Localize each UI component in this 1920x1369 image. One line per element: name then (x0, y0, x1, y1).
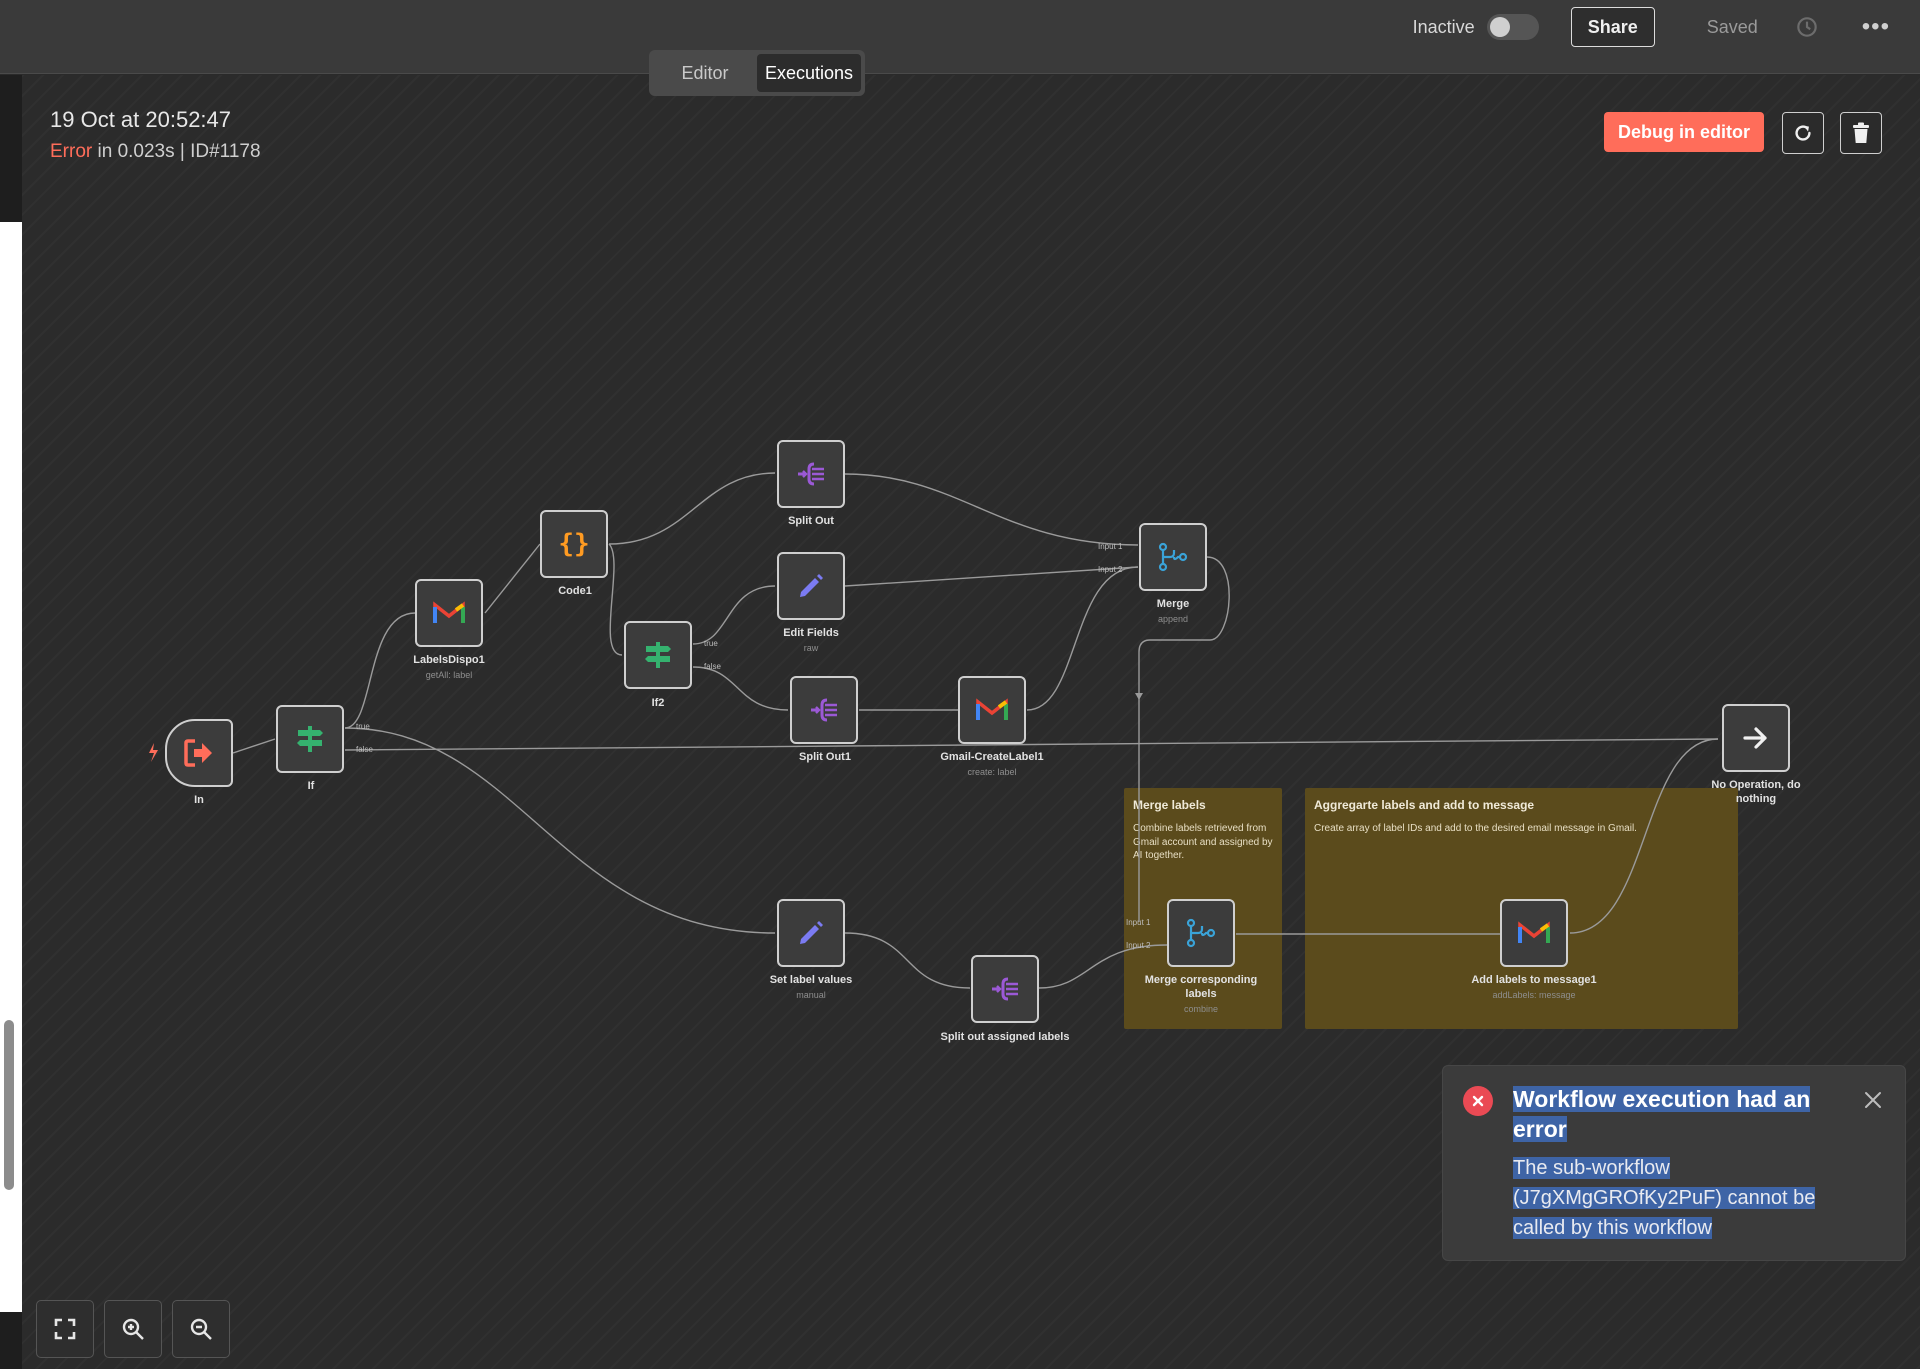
node-labelsdispo1[interactable] (415, 579, 483, 647)
node-title: Merge corresponding labels (1144, 974, 1258, 1000)
node-title: LabelsDispo1 (413, 654, 485, 666)
history-icon[interactable] (1794, 14, 1820, 40)
retry-button[interactable] (1782, 112, 1824, 154)
merge-icon (1158, 542, 1188, 572)
node-gmail-createlabel1[interactable] (958, 676, 1026, 744)
node-title: Add labels to message1 (1471, 974, 1597, 986)
execute-workflow-trigger-icon (184, 739, 212, 767)
tab-executions[interactable]: Executions (757, 54, 861, 92)
node-label: LabelsDispo1 getAll: label (369, 654, 529, 681)
pencil-icon (800, 921, 823, 944)
more-options-icon[interactable]: ••• (1861, 13, 1890, 40)
node-subtitle: manual (796, 989, 826, 1000)
node-subtitle: combine (1183, 1003, 1219, 1014)
node-label: If (307, 780, 315, 792)
node-label: Split Out1 (799, 751, 851, 763)
node-split-out-assigned[interactable] (971, 955, 1039, 1023)
execution-info: 19 Oct at 20:52:47 Error in 0.023s | ID#… (50, 107, 261, 163)
saved-status: Saved (1706, 16, 1758, 37)
node-label: Merge append (1093, 598, 1253, 625)
node-set-label-values[interactable] (777, 899, 845, 967)
toast-message: The sub-workflow (J7gXMgGROfKy2PuF) cann… (1513, 1153, 1853, 1243)
node-label: Edit Fields raw (731, 627, 891, 654)
fit-view-button[interactable] (36, 1300, 94, 1358)
sticky-title: Aggregarte labels and add to message (1314, 798, 1535, 812)
node-label: Gmail-CreateLabel1 create: label (912, 751, 1072, 778)
node-label: Split out assigned labels (940, 1031, 1070, 1043)
trash-icon (1853, 122, 1869, 143)
fullscreen-icon (54, 1318, 76, 1340)
toast-message-text: The sub-workflow (J7gXMgGROfKy2PuF) cann… (1513, 1157, 1816, 1239)
toast-title-text: Workflow execution had an error (1513, 1086, 1811, 1142)
node-if[interactable] (276, 705, 344, 773)
node-subtitle: create: label (967, 766, 1017, 777)
node-if2[interactable] (624, 621, 692, 689)
node-in[interactable] (165, 719, 233, 787)
sticky-text: Combine labels retrieved from Gmail acco… (1133, 823, 1273, 861)
sticky-title: Merge labels (1133, 798, 1206, 812)
split-out-icon (992, 977, 1018, 1001)
node-subtitle: raw (803, 642, 819, 653)
debug-in-editor-button[interactable]: Debug in editor (1604, 112, 1764, 152)
node-label: Merge corresponding labels combine (1136, 974, 1266, 1015)
canvas-controls (36, 1300, 230, 1358)
merge-icon (1186, 918, 1216, 948)
node-title: Edit Fields (783, 627, 839, 639)
toast-title: Workflow execution had an error (1513, 1084, 1853, 1144)
node-label: Set label values manual (731, 974, 891, 1001)
left-scrollbar[interactable] (4, 1020, 14, 1190)
split-out-icon (798, 462, 824, 486)
execution-date: 19 Oct at 20:52:47 (50, 107, 232, 132)
gmail-icon (433, 601, 465, 623)
node-label: No Operation, do nothing (1711, 779, 1801, 805)
arrow-right-icon (1743, 727, 1767, 749)
node-code1[interactable]: {} (540, 510, 608, 578)
node-subtitle: getAll: label (425, 669, 473, 680)
close-icon[interactable] (1861, 1088, 1885, 1112)
zoom-in-icon (122, 1318, 144, 1340)
node-label: Add labels to message1 addLabels: messag… (1454, 974, 1614, 1001)
code-icon: {} (558, 529, 590, 559)
sticky-text: Create array of label IDs and add to the… (1314, 823, 1637, 834)
zoom-in-button[interactable] (104, 1300, 162, 1358)
execution-summary: Error in 0.023s | ID#1178 (50, 141, 261, 163)
node-merge-corresponding-labels[interactable] (1167, 899, 1235, 967)
error-icon (1463, 1086, 1493, 1116)
share-button[interactable]: Share (1570, 7, 1655, 47)
topbar-actions: Inactive Share Saved ••• (1413, 0, 1920, 54)
node-title: Set label values (769, 974, 853, 986)
top-bar: Inactive Share Saved ••• (0, 0, 1920, 74)
node-split-out[interactable] (777, 440, 845, 508)
gmail-icon (1518, 921, 1550, 943)
node-split-out1[interactable] (790, 676, 858, 744)
execution-status: Error (50, 141, 93, 162)
node-subtitle: addLabels: message (1492, 989, 1576, 1000)
node-label: Split Out (788, 515, 834, 527)
active-status-label: Inactive (1412, 16, 1475, 37)
if-icon (645, 642, 671, 668)
pencil-icon (800, 574, 823, 597)
mode-switch: Editor Executions (649, 50, 865, 96)
node-label: Code1 (558, 585, 592, 597)
active-toggle[interactable] (1486, 14, 1539, 40)
zoom-out-icon (190, 1318, 212, 1340)
retry-icon (1795, 125, 1811, 141)
node-label: If2 (651, 697, 665, 709)
split-out-icon (811, 698, 837, 722)
if-icon (297, 726, 323, 752)
node-add-labels-to-message1[interactable] (1500, 899, 1568, 967)
node-merge[interactable] (1139, 523, 1207, 591)
node-title: Gmail-CreateLabel1 (940, 751, 1044, 763)
node-label: In (194, 794, 204, 806)
node-edit-fields[interactable] (777, 552, 845, 620)
tab-editor[interactable]: Editor (653, 54, 757, 92)
node-title: Merge (1156, 598, 1190, 610)
delete-execution-button[interactable] (1840, 112, 1882, 154)
execution-detail: in 0.023s | ID#1178 (92, 141, 261, 162)
error-toast: Workflow execution had an error The sub-… (1442, 1065, 1906, 1261)
gmail-icon (976, 698, 1008, 720)
node-subtitle: append (1157, 613, 1189, 624)
zoom-out-button[interactable] (172, 1300, 230, 1358)
node-no-operation[interactable] (1722, 704, 1790, 772)
